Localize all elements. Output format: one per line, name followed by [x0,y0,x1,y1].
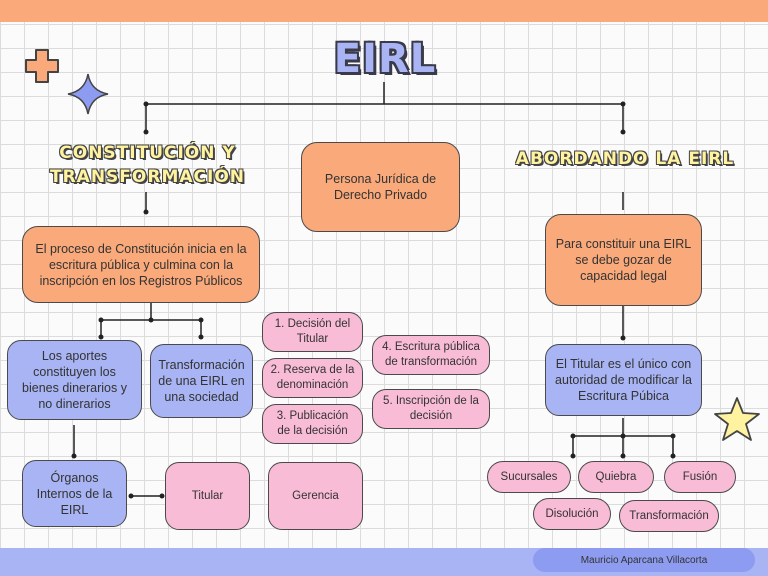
organos-box: Órganos Internos de la EIRL [22,460,127,527]
aportes-box: Los aportes constituyen los bienes diner… [7,340,142,420]
option-fusion: Fusión [664,461,736,493]
process-box: El proceso de Constitución inicia en la … [22,226,260,303]
titular-autoridad-box: El Titular es el único con autoridad de … [545,344,702,416]
step-3: 3. Publicación de la decisión [262,404,363,444]
main-title: EIRL [333,36,437,82]
plus-icon [25,49,59,83]
right-heading: ABORDANDO LA EIRL [515,149,735,169]
step-1: 1. Decisión del Titular [262,312,363,352]
option-sucursales: Sucursales [487,461,571,493]
option-transformacion: Transformación [619,500,719,532]
titular-box: Titular [165,462,250,530]
capacidad-box: Para constituir una EIRL se debe gozar d… [545,214,702,306]
top-wave-band [0,0,768,22]
option-disolucion: Disolución [533,498,611,530]
transformacion-box: Transformación de una EIRL en una socied… [150,344,253,418]
option-quiebra: Quiebra [578,461,654,493]
left-heading: CONSTITUCIÓN Y TRANSFORMACIÓN [49,143,246,187]
center-box: Persona Jurídica de Derecho Privado [301,142,460,232]
step-4: 4. Escritura pública de transformación [372,335,490,375]
author-label: Mauricio Aparcana Villacorta [533,548,755,572]
yellow-star-icon [714,397,760,441]
step-2: 2. Reserva de la denominación [262,358,363,398]
step-5: 5. Inscripción de la decisión [372,389,490,429]
gerencia-box: Gerencia [268,462,363,530]
blue-sparkle-icon [67,73,109,115]
